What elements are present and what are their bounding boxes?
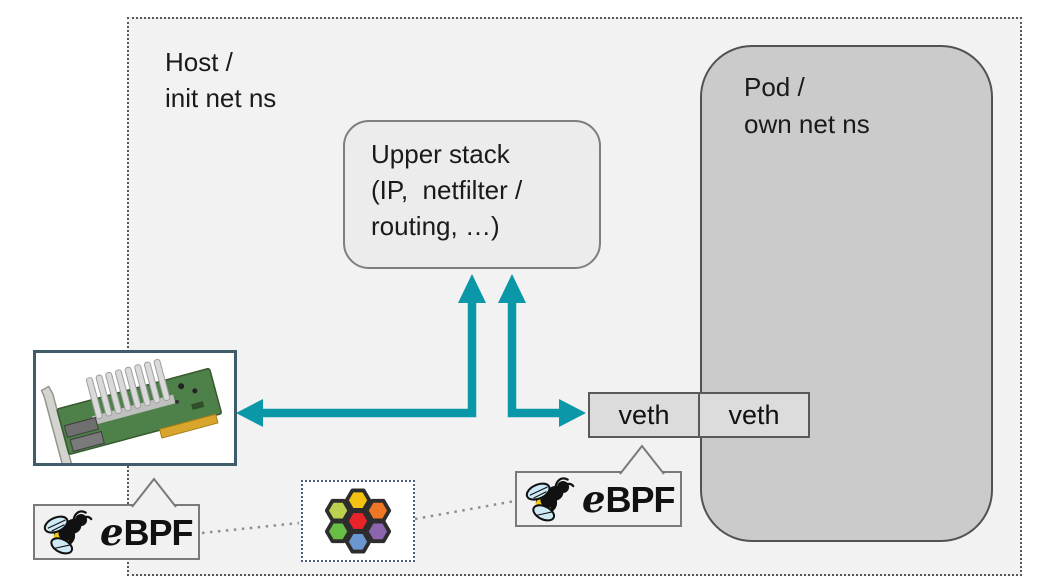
hexagon-top — [344, 488, 372, 512]
pod-netns-label: Pod / own net ns — [744, 69, 870, 143]
ebpf-logotype-e: e — [582, 477, 606, 521]
host-netns-label: Host / init net ns — [165, 44, 276, 116]
ebpf-logotype-bpf: BPF — [605, 479, 676, 520]
nic-photo-icon — [40, 358, 222, 463]
veth-pod-label: veth — [728, 399, 780, 430]
ebpf-badge-veth: e BPF — [515, 444, 682, 527]
ebpf-logotype-bpf: BPF — [123, 512, 194, 553]
callout-pointer-up-icon — [619, 444, 665, 475]
upper-stack-line3: routing, …) — [371, 211, 500, 241]
veth-host-label: veth — [618, 399, 670, 430]
pod-label-line1: Pod / — [744, 72, 805, 102]
hexagon-cluster-box — [301, 480, 415, 562]
nic-box — [33, 350, 237, 466]
hexagon-top-left — [324, 498, 352, 523]
upper-stack-box: Upper stack (IP, netfilter / routing, …) — [343, 120, 601, 269]
hexagon-bottom-left — [324, 519, 352, 544]
ebpf-bee-icon — [525, 477, 575, 522]
hexagon-bottom-right — [364, 519, 392, 544]
hexagon-bottom — [344, 530, 372, 554]
upper-stack-line1: Upper stack — [371, 139, 510, 169]
ebpf-logotype-e: e — [100, 510, 124, 554]
hexagon-cluster-icon — [324, 488, 392, 554]
hexagon-top-right — [364, 498, 392, 523]
host-label-line2: init net ns — [165, 83, 277, 113]
ebpf-badge-nic: e BPF — [33, 477, 200, 560]
hexagon-center — [344, 509, 372, 533]
callout-pointer-up-icon — [131, 477, 177, 508]
pod-netns-box: Pod / own net ns — [700, 45, 993, 542]
ebpf-logotype: e BPF — [100, 510, 194, 554]
veth-host-box: veth — [588, 392, 700, 438]
upper-stack-line2: (IP, netfilter / — [371, 175, 523, 205]
host-label-line1: Host / — [165, 47, 233, 77]
veth-pod-box: veth — [698, 392, 810, 438]
pod-label-line2: own net ns — [744, 109, 870, 139]
ebpf-bee-icon — [43, 510, 93, 555]
ebpf-logotype: e BPF — [582, 477, 676, 521]
